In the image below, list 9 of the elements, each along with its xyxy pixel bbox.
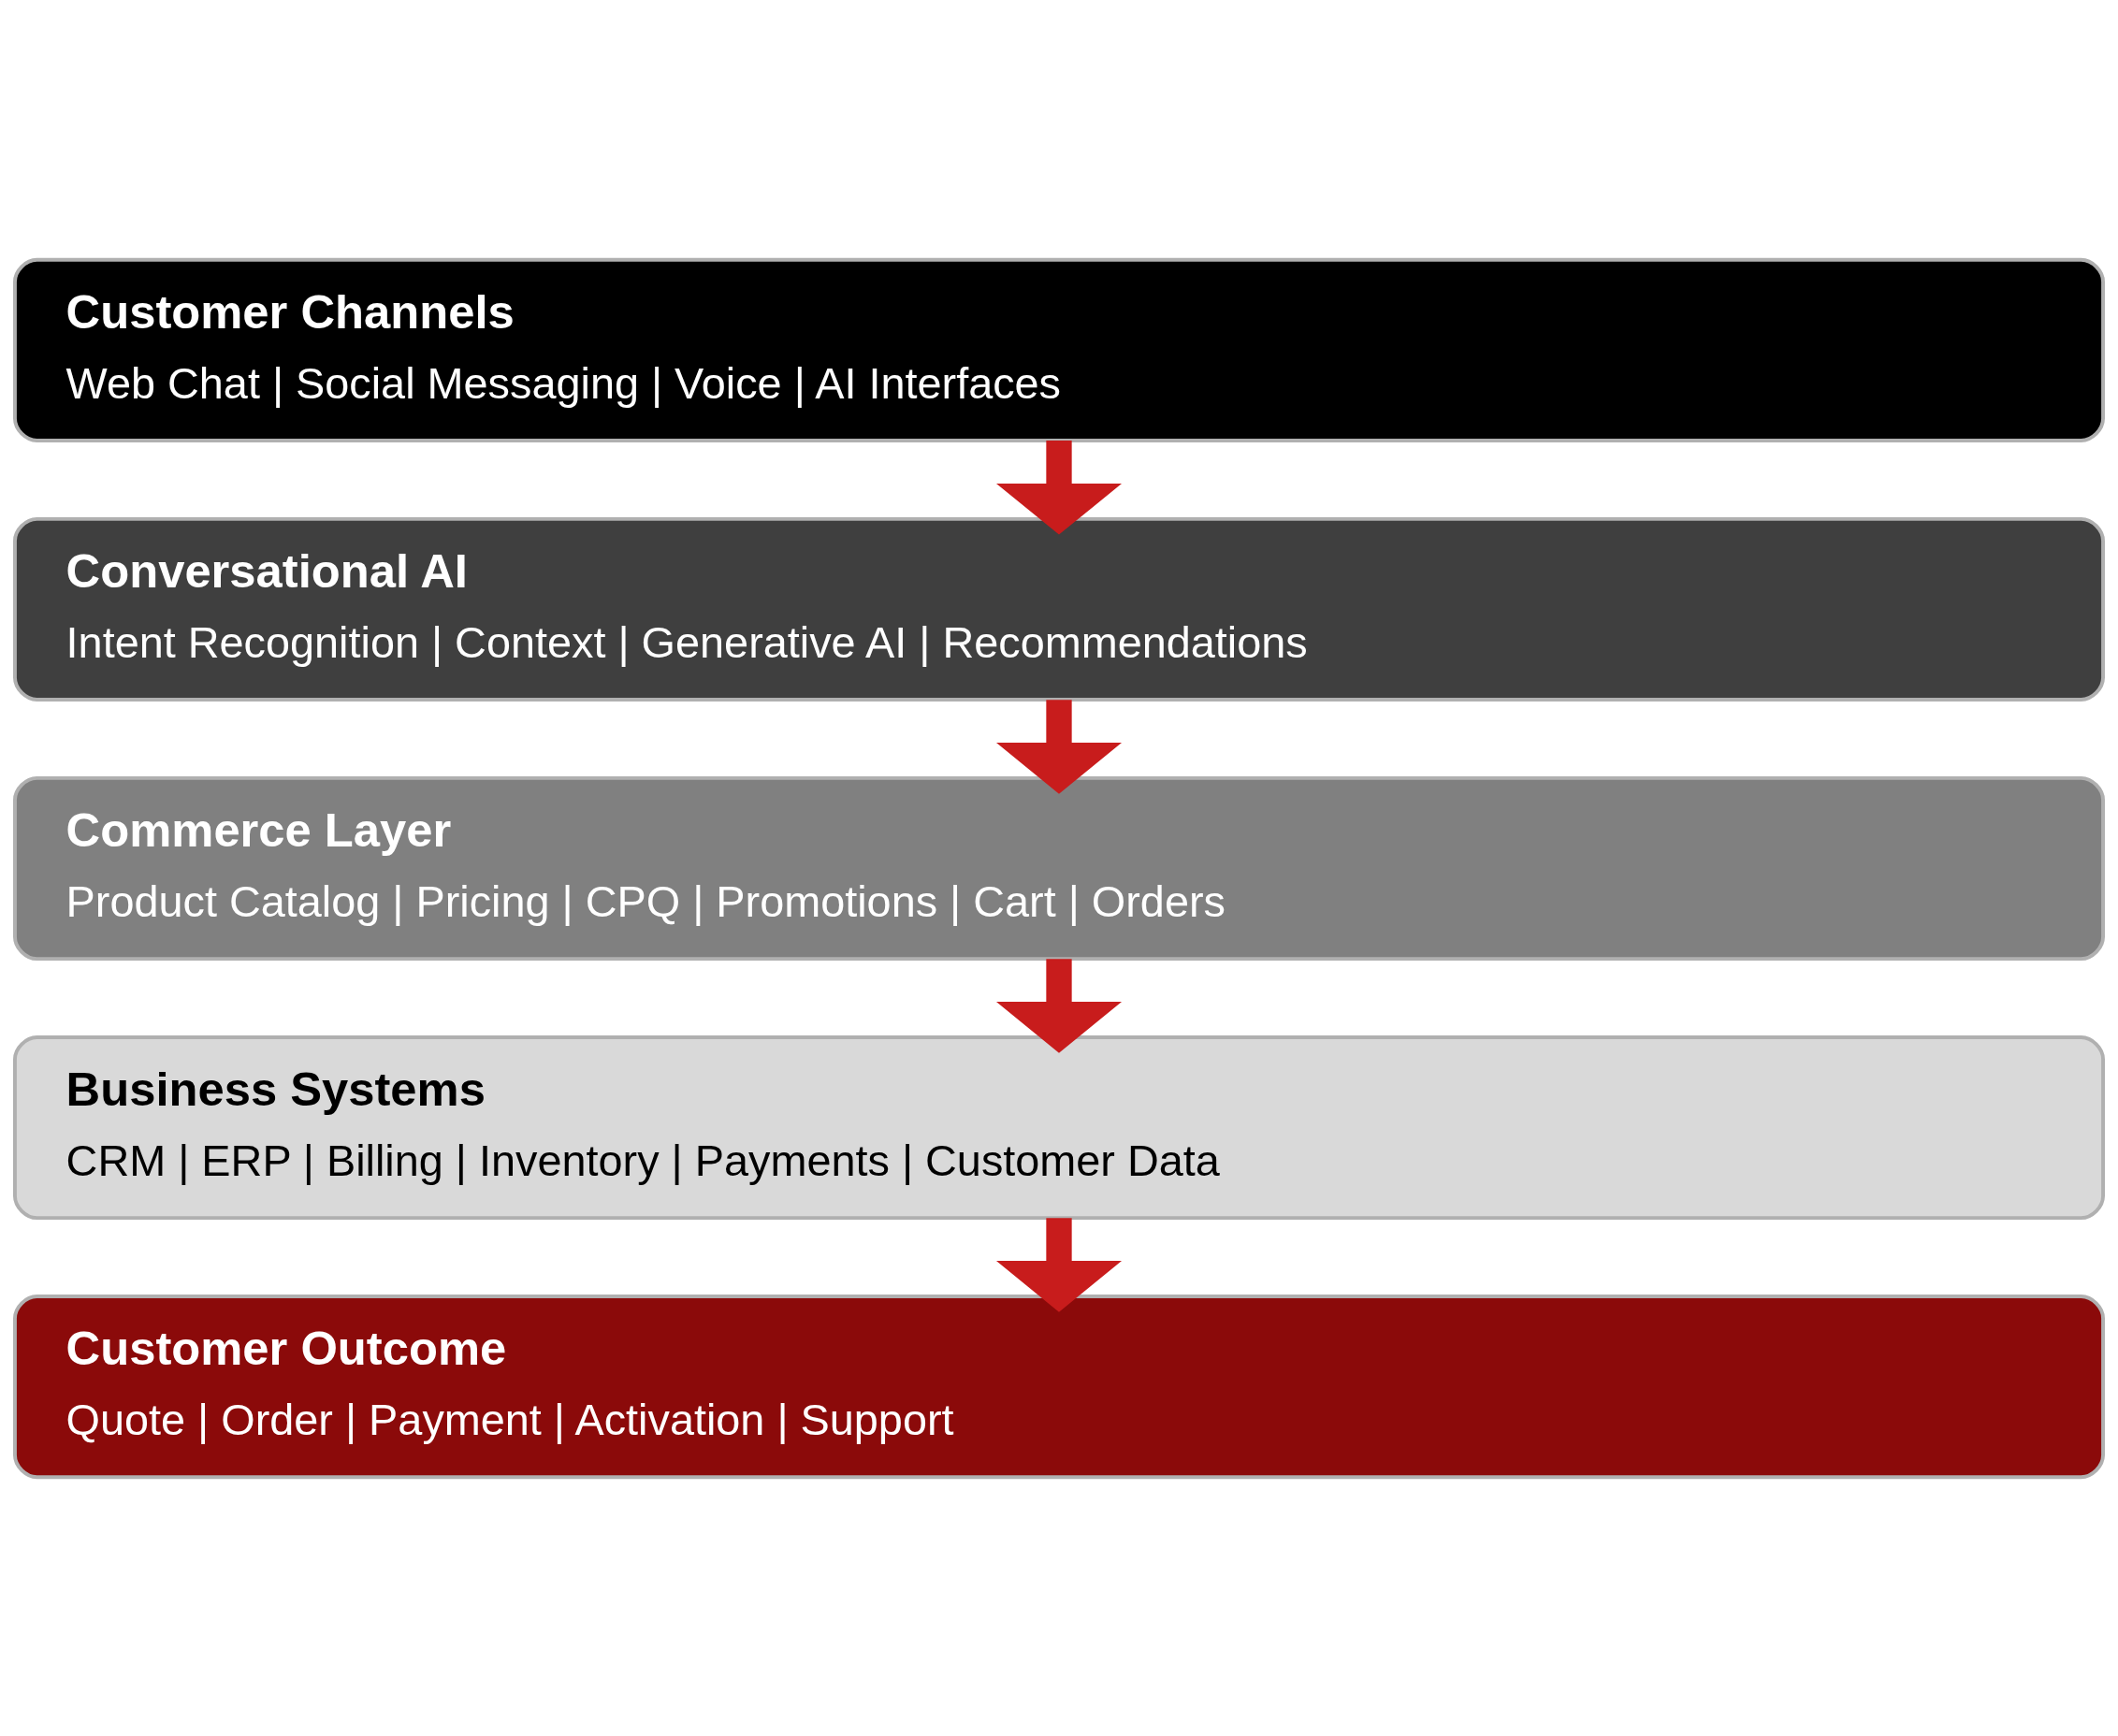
node-box: Customer Outcome Quote | Order | Payment | Activation | Support [13,1294,2105,1479]
node-box: Business Systems CRM | ERP | Billing | Inventory | Payments | Customer Data [13,1034,2105,1220]
arrow [996,958,1122,1053]
arrow [996,699,1122,794]
arrow [996,1217,1122,1312]
node-box: Commerce Layer Product Catalog | Pricing | CPQ | Promotions | Cart | Orders [13,775,2105,961]
node-box: Customer Channels Web Chat | Social Messaging | Voice | AI Interfaces [13,257,2105,442]
arrow [996,440,1122,535]
node-box: Conversational AI Intent Recognition | Context | Generative AI | Recommendations [13,516,2105,702]
